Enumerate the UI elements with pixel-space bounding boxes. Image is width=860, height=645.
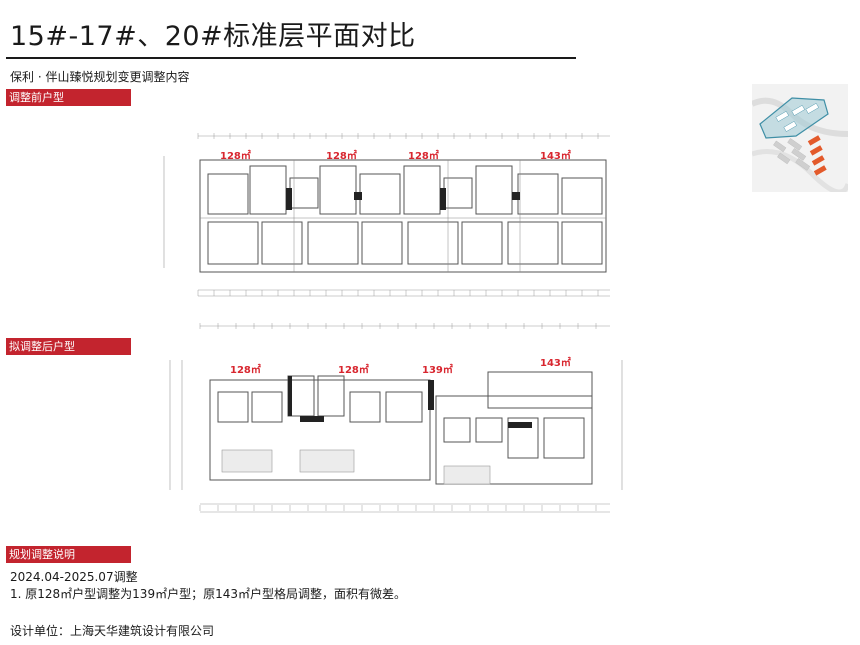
explain-period: 2024.04-2025.07调整 — [10, 570, 138, 584]
after-unit-label-1: 128㎡ — [230, 363, 261, 376]
after-unit-label-4: 143㎡ — [540, 356, 571, 369]
before-unit-label-4: 143㎡ — [540, 149, 571, 162]
before-unit-label-2: 128㎡ — [326, 149, 357, 162]
after-unit-label-3: 139㎡ — [422, 363, 453, 376]
designer-credit: 设计单位：上海天华建筑设计有限公司 — [10, 624, 215, 638]
section-label-before: 调整前户型 — [6, 89, 131, 106]
before-unit-label-1: 128㎡ — [220, 149, 251, 162]
page-title: 15#-17#、20#标准层平面对比 — [10, 21, 416, 52]
page-subtitle: 保利 · 伴山臻悦规划变更调整内容 — [10, 70, 190, 84]
section-label-explain: 规划调整说明 — [6, 546, 131, 563]
site-key-map — [752, 84, 848, 192]
after-floor-plan: 128㎡ 128㎡ 139㎡ 143㎡ — [169, 323, 623, 513]
before-unit-label-3: 128㎡ — [408, 149, 439, 162]
explain-item-1: 1. 原128㎡户型调整为139㎡户型；原143㎡户型格局调整，面积有微差。 — [10, 587, 406, 601]
after-unit-label-2: 128㎡ — [338, 363, 369, 376]
before-floor-plan: 128㎡ 128㎡ 128㎡ 143㎡ — [163, 133, 610, 297]
section-label-after: 拟调整后户型 — [6, 338, 131, 355]
title-rule — [6, 57, 576, 59]
